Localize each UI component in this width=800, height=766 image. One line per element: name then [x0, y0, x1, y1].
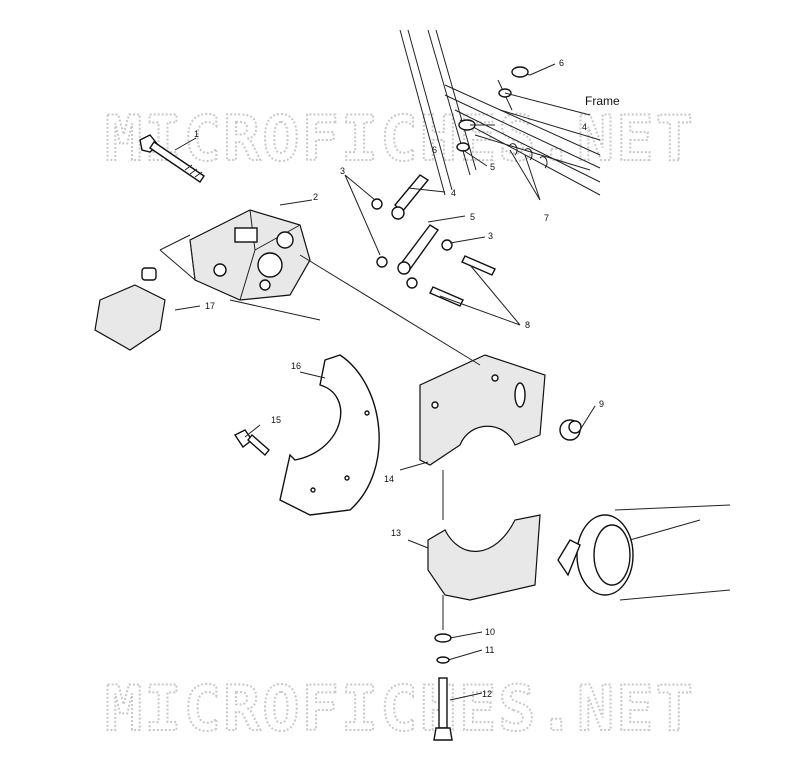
- callout-12: 12: [482, 689, 492, 699]
- callout-5: 5: [470, 212, 475, 222]
- bolts-8: [429, 255, 496, 307]
- caliper-2: [189, 209, 311, 301]
- watermark-bottom: MICROFICHES.NET: [105, 672, 695, 745]
- callout-13: 13: [391, 528, 401, 538]
- callout-3: 3: [488, 231, 493, 241]
- bracket-14: [419, 354, 546, 466]
- washers-and-bolt: [433, 633, 453, 741]
- callout-11: 11: [485, 645, 494, 655]
- clamp-13: [427, 514, 541, 601]
- callout-numbers: 1 2 3 3 4 4 5 5 6 6 7 8 9 10 11 12 13 14…: [194, 58, 604, 699]
- disc-16: [279, 354, 380, 516]
- brake-pad-17: [94, 267, 166, 351]
- callout-9: 9: [599, 399, 604, 409]
- link-rods: [371, 174, 453, 289]
- callout-17: 17: [205, 301, 215, 311]
- callout-16: 16: [291, 361, 301, 371]
- callout-7: 7: [544, 213, 549, 223]
- callout-4: 4: [451, 188, 456, 198]
- callout-1: 1: [194, 129, 199, 139]
- callout-14: 14: [384, 474, 394, 484]
- bushing-9: [559, 419, 582, 441]
- callout-2: 2: [313, 192, 318, 202]
- callout-10: 10: [485, 627, 495, 637]
- bolt-15: [233, 429, 270, 457]
- frame-label: Frame: [585, 94, 620, 108]
- callout-3: 3: [340, 166, 345, 176]
- axle-housing: [557, 504, 731, 601]
- callout-15: 15: [271, 415, 281, 425]
- leader-lines: [159, 63, 596, 701]
- frame-structure: [399, 29, 601, 196]
- callout-4: 4: [582, 122, 587, 132]
- callout-8: 8: [525, 320, 530, 330]
- callout-6: 6: [559, 58, 564, 68]
- callout-6: 6: [432, 145, 437, 155]
- bolt-1: [139, 134, 205, 183]
- callout-5: 5: [490, 162, 495, 172]
